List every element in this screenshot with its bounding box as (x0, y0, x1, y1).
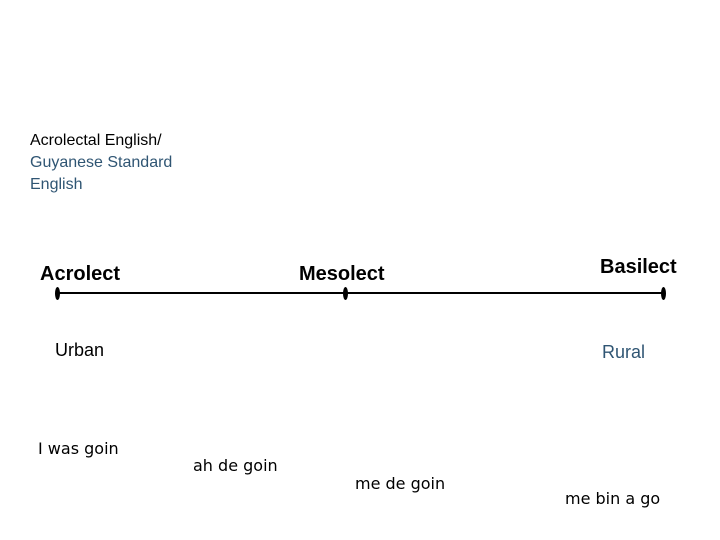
dialect-example-me-bin-a-go: me bin a go (565, 489, 661, 508)
continuum-label-mesolect: Mesolect (299, 263, 385, 285)
continuum-label-acrolect: Acrolect (40, 263, 121, 285)
dialect-example-me-de-goin: me de goin (355, 474, 446, 493)
header-english: English (30, 176, 83, 193)
continuum-marker-left-icon (55, 287, 60, 300)
region-label-rural: Rural (602, 342, 646, 362)
continuum-label-basilect: Basilect (600, 256, 677, 278)
header-block: Acrolectal English/ Guyanese Standard En… (30, 130, 172, 196)
dialect-example-ah-de-goin: ah de goin (193, 456, 278, 475)
continuum-marker-middle-icon (343, 287, 348, 300)
header-acrolectal-english: Acrolectal English/ (30, 132, 162, 149)
header-guyanese-standard: Guyanese Standard (30, 154, 173, 171)
region-label-urban: Urban (55, 340, 105, 360)
dialect-example-i-was-goin: I was goin (38, 439, 119, 458)
continuum-line (57, 292, 663, 294)
continuum-marker-right-icon (661, 287, 666, 300)
